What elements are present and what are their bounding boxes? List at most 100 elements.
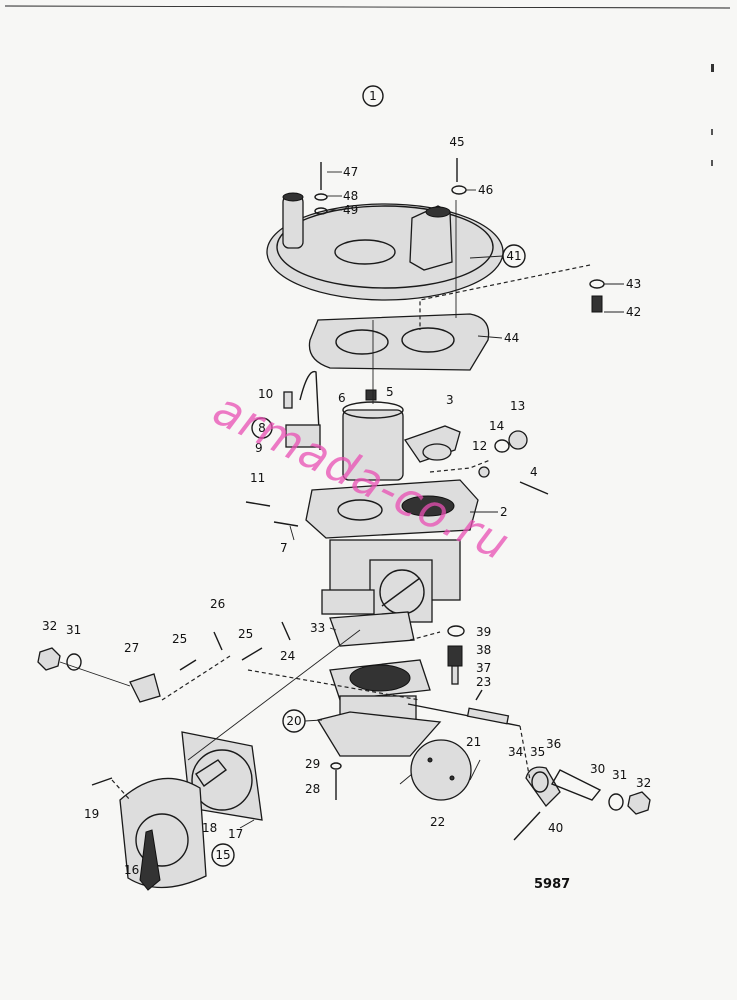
main-body-bore-a	[337, 499, 383, 521]
dashed-line-19	[111, 779, 131, 801]
screw-42	[591, 295, 603, 313]
washer-31-left	[66, 653, 82, 671]
screw-10	[283, 391, 293, 409]
part-label-44: 44	[504, 331, 519, 345]
gasket-44-hole-a	[335, 329, 389, 355]
lever-36	[525, 766, 561, 808]
dashed-line-39	[409, 631, 441, 641]
spring-35	[531, 771, 549, 793]
part-label-23: 23	[476, 675, 491, 689]
washer-14	[494, 439, 510, 453]
part-label-4: 4	[530, 465, 538, 479]
part-label-22: 22	[430, 815, 445, 829]
axis-line-diaphragm	[187, 629, 361, 761]
throttle-plate-hole-b	[449, 775, 455, 781]
part-label-9: 9	[255, 441, 263, 455]
washer-46	[451, 185, 467, 195]
part-label-42: 42	[626, 305, 641, 319]
diaphragm-cover-ring	[135, 813, 189, 867]
part-label-29: 29	[305, 757, 320, 771]
right-linkage	[447, 625, 651, 841]
dashed-line-25-24	[247, 669, 421, 701]
leader-44	[477, 335, 503, 339]
main-body-bore-b	[401, 495, 455, 517]
part-label-6: 6	[338, 391, 346, 405]
washer-49	[314, 207, 328, 215]
part-label-31-right: 31	[612, 768, 627, 782]
top-cover-tube	[282, 195, 304, 249]
part-label-21: 21	[466, 735, 481, 749]
part-label-32-left: 32	[42, 619, 57, 633]
pin-4	[519, 481, 549, 495]
label-leaders	[239, 171, 624, 829]
throttle-valve-line	[381, 577, 421, 607]
part-label-15-circle	[211, 843, 235, 867]
leader-22b	[399, 773, 413, 785]
part-label-26: 26	[210, 597, 225, 611]
part-label-11: 11	[250, 471, 265, 485]
screw-19	[91, 777, 113, 786]
left-linkage	[37, 621, 291, 703]
part-label-32-right: 32	[636, 776, 651, 790]
leader-17	[239, 819, 255, 829]
diaphragm-assembly	[91, 731, 263, 891]
part-label-18: 18	[202, 821, 217, 835]
top-border-line	[4, 5, 731, 9]
part-label-12: 12	[472, 439, 487, 453]
part-label-35: 35	[530, 745, 545, 759]
part-label-45: 45	[449, 135, 464, 149]
lower-body-base	[316, 711, 442, 757]
part-label-10: 10	[258, 387, 273, 401]
main-body	[305, 479, 479, 623]
float-lever-pivot	[422, 443, 452, 461]
dashed-connections	[111, 200, 591, 801]
screw-26	[213, 631, 223, 651]
float-6-body	[342, 409, 404, 481]
main-body-base	[321, 589, 375, 615]
part-label-41-circle	[502, 244, 526, 268]
lower-body	[316, 659, 442, 757]
part-label-25-right: 25	[238, 627, 253, 641]
washer-39	[447, 625, 465, 637]
rod-40	[513, 811, 541, 841]
gasket-44	[308, 313, 490, 371]
dashed-line-34	[519, 725, 531, 781]
part-label-8: 8	[258, 421, 266, 435]
part-label-34: 34	[508, 745, 523, 759]
jet-12	[478, 466, 490, 478]
part-labels: 45 46 47 48 49 41 43 42 44 10 5 6 3 13 8…	[42, 135, 651, 877]
top-cover-float-chamber	[409, 205, 453, 271]
spring-25-right	[241, 647, 263, 661]
part-label-37: 37	[476, 661, 491, 675]
leader-7	[289, 525, 295, 541]
header-marker-circle	[362, 85, 384, 107]
part-label-5: 5	[386, 385, 394, 399]
washer-43	[589, 279, 605, 289]
gasket-33	[329, 611, 415, 647]
leader-22	[469, 759, 481, 781]
throttle-plate-hole-a	[427, 757, 433, 763]
screw-7	[273, 521, 299, 527]
header-marker: 1	[362, 85, 384, 107]
part-label-14: 14	[489, 419, 504, 433]
throttle-plate-22	[410, 739, 472, 801]
part-label-33: 33	[310, 621, 325, 635]
part-label-16: 16	[124, 863, 139, 877]
bracket-8-9	[285, 424, 321, 448]
screw-24	[281, 621, 291, 641]
spring-25-left	[179, 659, 197, 671]
lever-30	[550, 769, 602, 801]
top-cover-rim	[276, 205, 494, 289]
float-assembly	[285, 370, 461, 481]
washer-29	[330, 762, 342, 770]
screw-38	[447, 645, 463, 667]
part-label-24: 24	[280, 649, 295, 663]
screw-11	[245, 501, 271, 507]
needle-valve-5	[365, 389, 377, 401]
washer-48	[314, 193, 328, 201]
figure-number: 5987	[534, 877, 570, 892]
diaphragm-lever	[139, 829, 161, 891]
dashed-line-42-43	[419, 264, 591, 330]
plug-13	[508, 430, 528, 450]
